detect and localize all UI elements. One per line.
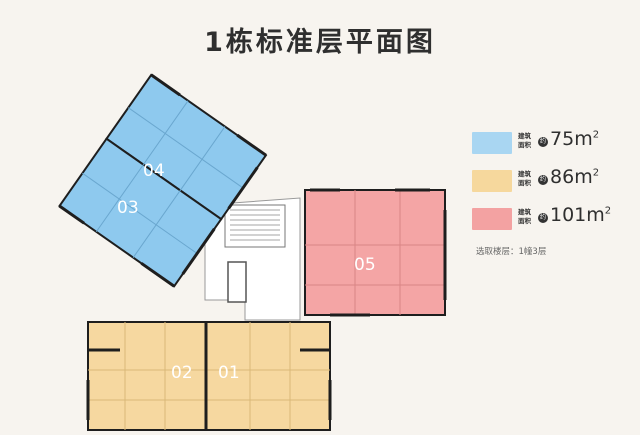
legend-label: 建筑面积 xyxy=(518,132,531,149)
blue-wing xyxy=(58,73,268,288)
unit-01[interactable] xyxy=(205,321,331,431)
legend-area: 75m2 xyxy=(550,128,600,150)
stair-steps xyxy=(230,209,280,241)
approx-badge: 约 xyxy=(538,213,548,223)
plan-title: 1栋标准层平面图 xyxy=(204,27,436,58)
unit-label-03: 03 xyxy=(117,198,139,218)
legend-swatch-blue xyxy=(472,132,512,154)
elevator-shaft xyxy=(227,261,247,303)
floor-note: 选取楼层：1幢3层 xyxy=(476,247,547,257)
red-wing xyxy=(304,188,447,317)
legend-area: 101m2 xyxy=(550,204,612,226)
legend-label: 建筑面积 xyxy=(518,208,531,225)
blue-unit-partitions xyxy=(82,100,244,258)
red-unit-walls xyxy=(310,188,447,317)
unit-05[interactable] xyxy=(304,189,446,316)
unit-02[interactable] xyxy=(87,321,207,431)
legend-row-86: 建筑面积 约 86m2 xyxy=(472,166,632,196)
red-unit-partitions xyxy=(305,190,445,315)
legend-row-75: 建筑面积 约 75m2 xyxy=(472,128,632,158)
legend-swatch-red xyxy=(472,208,512,230)
yellow-unit-partitions xyxy=(88,322,330,430)
legend-swatch-yellow xyxy=(472,170,512,192)
legend-row-101: 建筑面积 约 101m2 xyxy=(472,204,632,234)
unit-label-02: 02 xyxy=(171,363,193,383)
legend-label: 建筑面积 xyxy=(518,170,531,187)
approx-badge: 约 xyxy=(538,175,548,185)
blue-unit-walls xyxy=(58,73,267,288)
yellow-wing xyxy=(86,321,332,431)
core-corridor xyxy=(204,197,301,321)
approx-badge: 约 xyxy=(538,137,548,147)
legend-area: 86m2 xyxy=(550,166,600,188)
unit-label-05: 05 xyxy=(354,255,376,275)
unit-label-04: 04 xyxy=(143,161,165,181)
yellow-unit-walls xyxy=(86,322,332,430)
unit-label-01: 01 xyxy=(218,363,240,383)
stair-core xyxy=(224,204,286,248)
